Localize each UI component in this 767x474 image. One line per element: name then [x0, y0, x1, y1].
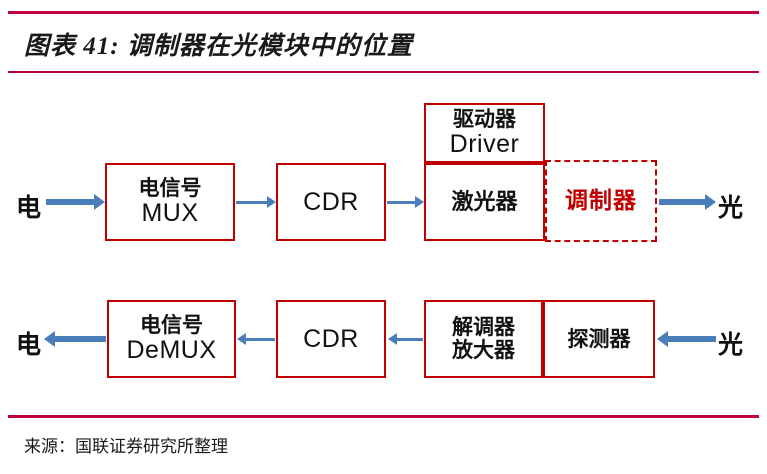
arrow-head-right-icon	[705, 194, 716, 210]
block-mux-label-cn: 电信号	[138, 176, 202, 201]
block-cdr-transmit[interactable]: CDR	[276, 163, 386, 241]
arrow-head-right-icon	[94, 194, 105, 210]
block-modulator[interactable]: 调制器	[545, 160, 657, 242]
block-cdr-transmit-label: CDR	[303, 187, 359, 216]
block-laser-label: 激光器	[451, 189, 518, 215]
label-electrical-output: 电	[16, 332, 42, 359]
block-detector-label: 探测器	[567, 326, 631, 351]
arrow-shaft	[387, 200, 415, 204]
block-demux-label-lat: DeMUX	[126, 335, 217, 364]
label-optical-input: 光	[718, 332, 744, 359]
block-mux[interactable]: 电信号 MUX	[105, 163, 235, 241]
block-driver-label-lat: Driver	[449, 129, 520, 158]
block-demux[interactable]: 电信号 DeMUX	[107, 300, 236, 378]
block-driver[interactable]: 驱动器 Driver	[424, 103, 545, 163]
arrow-head-left-icon	[657, 331, 668, 347]
arrow-head-left-icon	[388, 333, 397, 345]
arrow-shaft	[397, 337, 423, 341]
block-detector[interactable]: 探测器	[543, 300, 655, 378]
arrow-shaft	[236, 200, 267, 204]
figure-title: 图表 41: 调制器在光模块中的位置	[24, 33, 413, 60]
arrow-shaft	[53, 336, 106, 342]
label-electrical-input: 电	[16, 195, 42, 222]
block-cdr-receive-label: CDR	[303, 324, 359, 353]
arrow-shaft	[666, 336, 716, 342]
diagram-canvas: 电 电信号 MUX CDR 驱动器 Driver 激光器 调制器 光 电	[0, 80, 767, 410]
arrow-shaft	[46, 199, 96, 205]
block-cdr-receive[interactable]: CDR	[276, 300, 386, 378]
block-driver-label-cn: 驱动器	[453, 107, 516, 132]
header-rule-bottom	[8, 71, 759, 73]
footer-rule	[8, 415, 759, 418]
block-demodulator-label-line1: 解调器	[452, 315, 515, 340]
block-mux-label-lat: MUX	[141, 198, 199, 227]
arrow-shaft	[659, 199, 707, 205]
arrow-shaft	[246, 337, 275, 341]
label-optical-output: 光	[718, 195, 744, 222]
block-demux-label-cn: 电信号	[140, 313, 203, 338]
arrow-head-left-icon	[44, 331, 55, 347]
block-demodulator-amplifier[interactable]: 解调器 放大器	[424, 300, 543, 378]
header-rule-top	[8, 11, 759, 14]
block-laser[interactable]: 激光器	[424, 163, 545, 241]
arrow-head-right-icon	[415, 196, 424, 208]
arrow-head-left-icon	[237, 333, 246, 345]
figure-source: 来源：国联证券研究所整理	[24, 437, 228, 456]
block-modulator-label: 调制器	[565, 187, 637, 213]
block-demodulator-label-line2: 放大器	[452, 338, 515, 362]
arrow-head-right-icon	[267, 196, 276, 208]
